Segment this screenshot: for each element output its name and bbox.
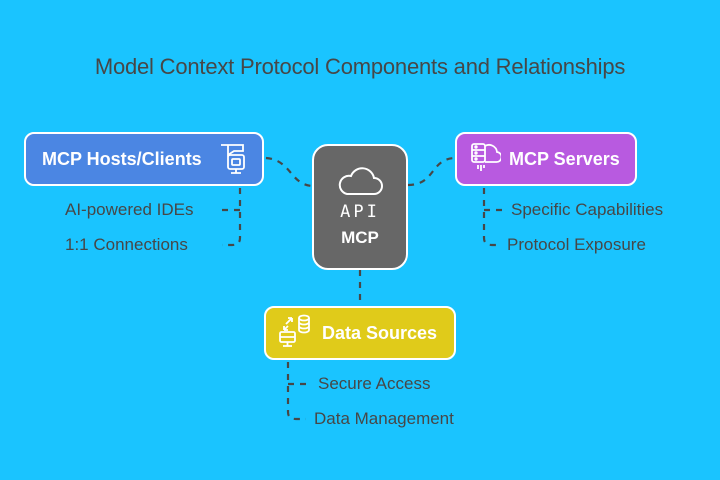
connector-hosts-center (265, 156, 315, 188)
connector-servers-children (482, 188, 500, 247)
cloud-server-icon (469, 140, 503, 179)
monitor-chip-icon (218, 142, 250, 183)
node-label: MCP Hosts/Clients (42, 148, 202, 169)
diagram-title: Model Context Protocol Components and Re… (94, 54, 626, 79)
connector-center-servers (407, 156, 457, 187)
node-data-sources[interactable]: Data Sources (264, 306, 456, 360)
connector-data-children (286, 362, 306, 421)
center-mcp-node[interactable]: API MCP (312, 144, 408, 270)
database-transfer-icon (278, 313, 312, 354)
api-label: API (340, 202, 380, 222)
child-ai-powered-ides: AI-powered IDEs (65, 200, 194, 219)
child-data-management: Data Management (314, 409, 454, 428)
connector-hosts-children (222, 188, 242, 247)
child-protocol-exposure: Protocol Exposure (507, 235, 646, 254)
center-label: MCP (341, 228, 379, 247)
node-label: MCP Servers (509, 148, 620, 169)
node-mcp-hosts-clients[interactable]: MCP Hosts/Clients (24, 132, 264, 186)
child-secure-access: Secure Access (318, 374, 431, 393)
cloud-icon (337, 166, 383, 201)
child-specific-capabilities: Specific Capabilities (511, 200, 664, 219)
child-1-1-connections: 1:1 Connections (65, 235, 188, 254)
node-mcp-servers[interactable]: MCP Servers (455, 132, 637, 186)
node-label: Data Sources (322, 322, 438, 343)
